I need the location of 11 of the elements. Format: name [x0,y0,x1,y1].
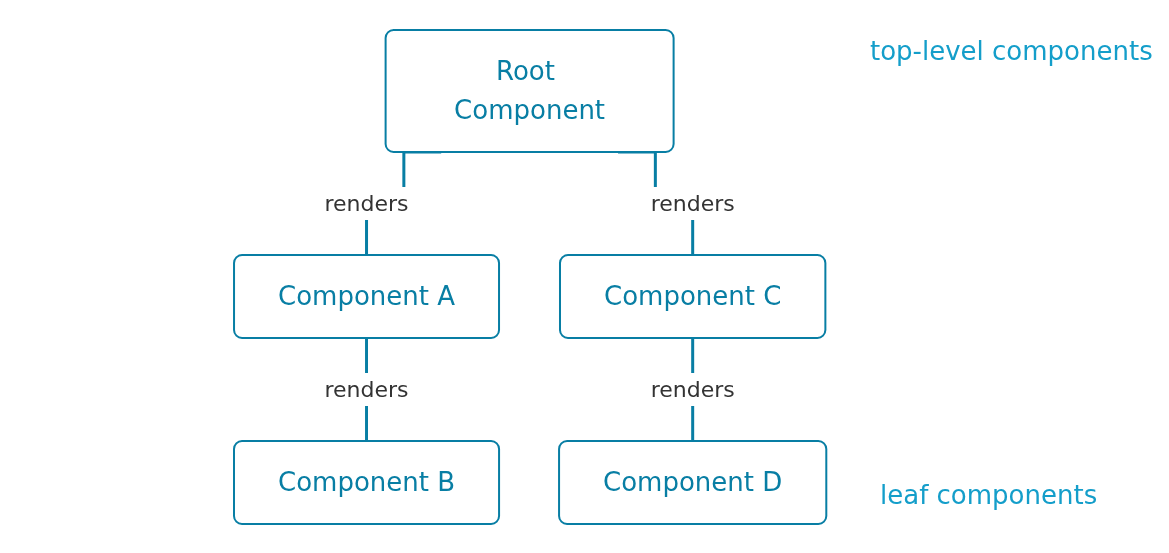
node-box: Component B [232,439,500,525]
edge-label: renders [324,376,409,402]
node-box: Component A [232,253,500,339]
node-box: Component D [557,439,828,525]
edge-label: renders [324,190,409,216]
edge-label: renders [650,190,735,216]
edge-label: renders [650,376,735,402]
annotation-text: top-level components [870,36,1153,66]
node-box: Component C [558,253,827,339]
node-box: Root Component [384,28,675,153]
annotation-text: leaf components [880,480,1098,510]
